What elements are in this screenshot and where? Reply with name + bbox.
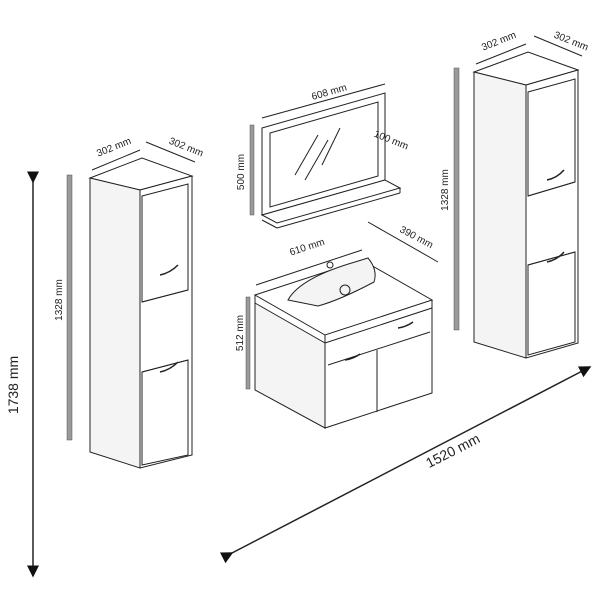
- right-cabinet-height-label: 1328 mm: [440, 169, 451, 211]
- right-cabinet-depth-label: 302 mm: [552, 30, 590, 54]
- left-cabinet-width-label: 302 mm: [95, 136, 133, 160]
- sink-cabinet-width-label: 610 mm: [288, 237, 326, 259]
- sink-cabinet-height-label: 512 mm: [235, 315, 246, 351]
- left-tall-cabinet: 1328 mm 302 mm 302 mm: [54, 136, 205, 469]
- left-cabinet-height-label: 1328 mm: [54, 279, 65, 321]
- mirror-height-label: 500 mm: [236, 154, 247, 190]
- right-tall-cabinet: 1328 mm 302 mm 302 mm: [440, 30, 590, 359]
- overall-height-label: 1738 mm: [5, 356, 21, 414]
- mirror-with-shelf: 608 mm 500 mm 100 mm: [236, 82, 410, 229]
- overall-width-label: 1520 mm: [423, 430, 482, 471]
- overall-height-dimension: 1738 mm: [5, 171, 39, 578]
- left-cabinet-depth-label: 302 mm: [167, 136, 205, 160]
- sink-cabinet-depth-label: 390 mm: [398, 224, 435, 251]
- sink-vanity-cabinet: 512 mm 610 mm 390 mm: [235, 221, 439, 429]
